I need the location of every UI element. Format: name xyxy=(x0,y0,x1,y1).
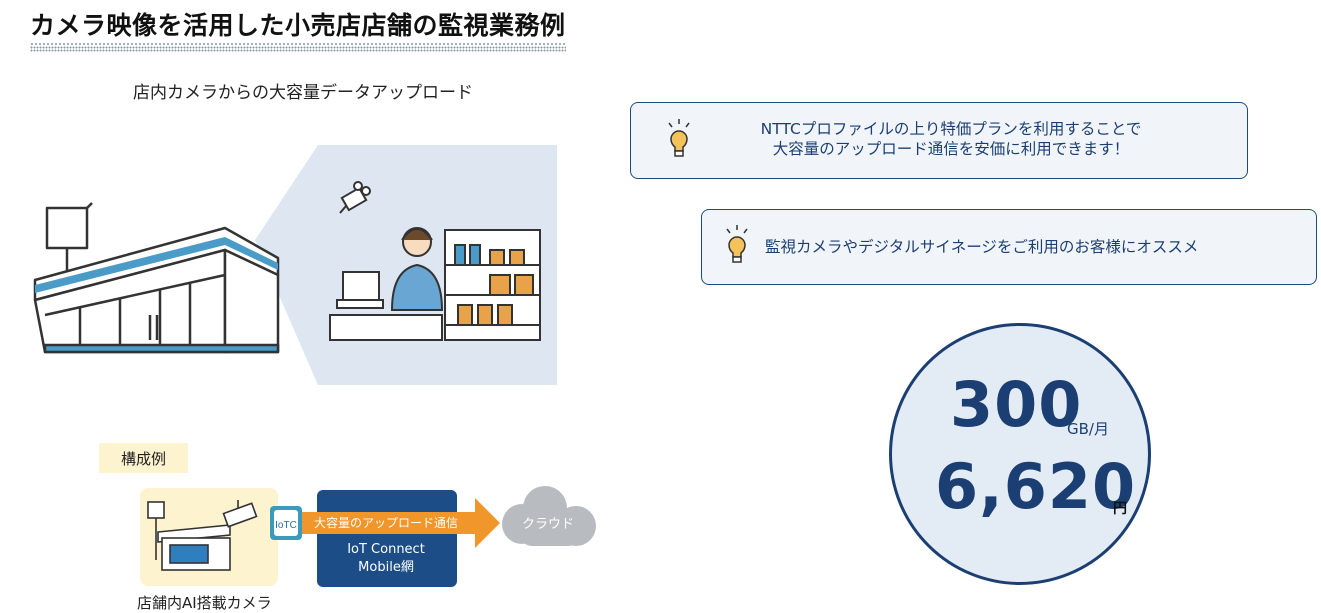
data-unit: GB/月 xyxy=(1067,420,1109,438)
store-small-icon xyxy=(147,501,231,571)
store-building-icon xyxy=(33,202,280,354)
callout1-line1: NTTCプロファイルの上り特価プランを利用することで xyxy=(760,120,1142,138)
cloud-icon xyxy=(502,486,596,546)
page-title: カメラ映像を活用した小売店店舗の監視業務例 xyxy=(30,6,566,52)
arrow-text: 大容量のアップロード通信 xyxy=(314,515,458,530)
network-line1: IoT Connect xyxy=(347,542,425,557)
callout2-text: 監視カメラやデジタルサイネージをご利用のお客様にオススメ xyxy=(765,238,1199,256)
price-badge: 300 GB/月 6,620 円 xyxy=(889,323,1151,585)
device-caption: 店舗内AI搭載カメラ xyxy=(137,594,272,612)
iotc-badge-text: IoTC xyxy=(275,520,297,531)
upload-arrow xyxy=(302,498,500,548)
callout1-line2: 大容量のアップロード通信を安価に利用できます！ xyxy=(772,140,1130,158)
price-amount: 6,620 xyxy=(935,450,1137,523)
price-unit: 円 xyxy=(1113,501,1127,517)
config-example-label: 構成例 xyxy=(99,443,188,473)
lightbulb-icon xyxy=(668,119,690,157)
network-line2: Mobile網 xyxy=(358,560,414,575)
lightbulb-icon xyxy=(726,225,748,263)
scene-caption: 店内カメラからの大容量データアップロード xyxy=(133,83,473,103)
data-amount: 300 xyxy=(950,368,1083,441)
store-illustration xyxy=(33,145,557,385)
callout-upload-plan: NTTCプロファイルの上り特価プランを利用することで 大容量のアップロード通信を… xyxy=(630,102,1248,179)
ai-camera-icon xyxy=(222,500,258,528)
product-shelf-icon xyxy=(444,229,541,341)
security-camera-icon xyxy=(339,181,371,214)
config-diagram: IoTC 大容量のアップロード通信 IoT Connect Mobile網 クラ… xyxy=(140,486,596,587)
cashier-counter-icon xyxy=(329,227,444,341)
cloud-label: クラウド xyxy=(522,517,574,532)
callout-recommendation: 監視カメラやデジタルサイネージをご利用のお客様にオススメ xyxy=(701,209,1317,285)
